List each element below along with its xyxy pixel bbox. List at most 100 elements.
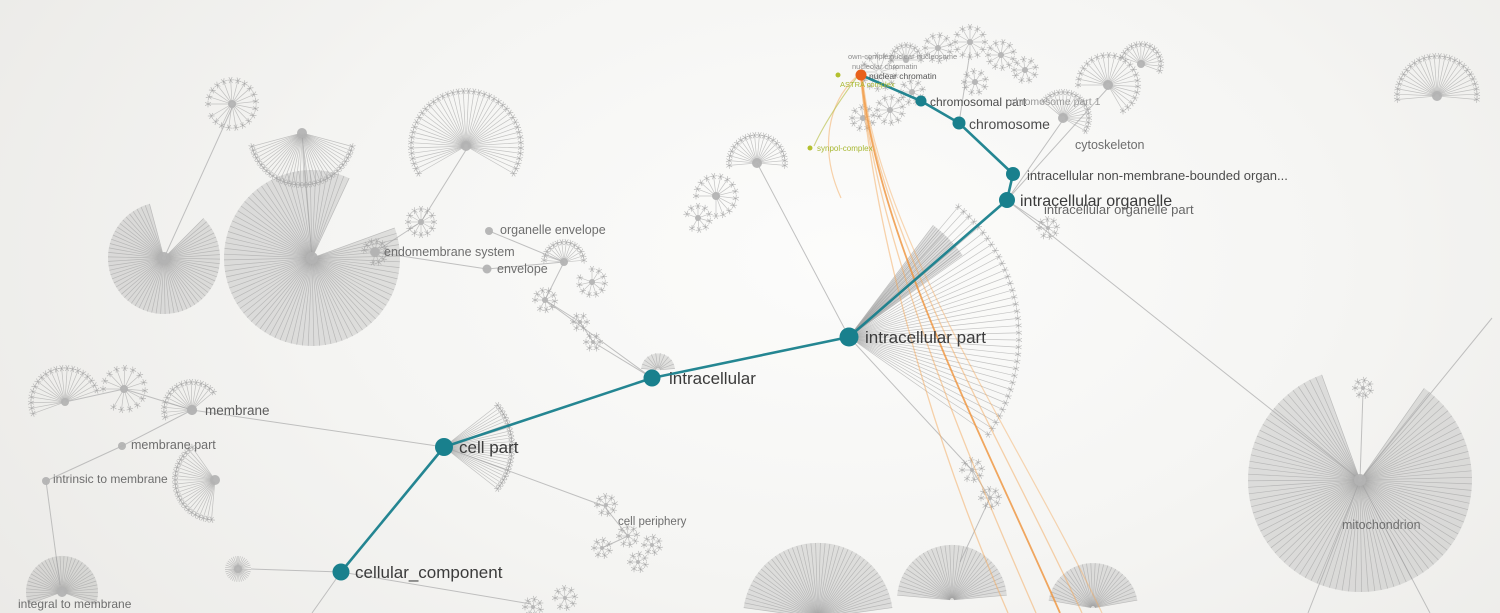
label-astra-complex[interactable]: ASTRA complex xyxy=(840,80,895,89)
cluster-node[interactable] xyxy=(589,279,595,285)
label-intracellular-part[interactable]: intracellular part xyxy=(865,328,986,347)
cluster-node[interactable] xyxy=(967,39,973,45)
cluster-node[interactable] xyxy=(887,107,893,113)
cluster-node[interactable] xyxy=(903,57,909,63)
label-nucleolar-chromatin[interactable]: nucleolar chromatin xyxy=(852,62,917,71)
cluster-node[interactable] xyxy=(234,565,242,573)
graph-node[interactable] xyxy=(118,442,126,450)
leaf-star-icon xyxy=(962,208,965,215)
cluster-node[interactable] xyxy=(61,398,69,406)
highlight-dot[interactable] xyxy=(807,145,813,151)
label-envelope[interactable]: envelope xyxy=(497,262,548,276)
cluster-node[interactable] xyxy=(1432,91,1442,101)
cluster-node[interactable] xyxy=(1022,67,1028,73)
fan-spoke xyxy=(1141,46,1151,63)
cluster-node[interactable] xyxy=(1046,226,1050,230)
node-intracellular_organelle[interactable] xyxy=(999,192,1015,208)
node-intracellular_part[interactable] xyxy=(839,327,859,347)
cluster-node[interactable] xyxy=(909,89,915,95)
cluster-node[interactable] xyxy=(712,192,720,200)
fan-spoke xyxy=(1254,480,1359,520)
cluster-node[interactable] xyxy=(57,587,67,597)
cluster-node[interactable] xyxy=(988,496,992,500)
graph-node[interactable] xyxy=(482,264,492,274)
cluster-node[interactable] xyxy=(542,297,548,303)
cluster-node[interactable] xyxy=(560,258,568,266)
label-intracellular[interactable]: intracellular xyxy=(669,369,756,388)
leaf-star-icon xyxy=(1473,86,1480,92)
graph-node[interactable] xyxy=(485,227,493,235)
label-organelle-envelope[interactable]: organelle envelope xyxy=(500,223,606,237)
label-cellular-component[interactable]: cellular_component xyxy=(355,563,503,582)
fan-spoke xyxy=(1274,481,1359,554)
label-membrane[interactable]: membrane xyxy=(205,403,270,418)
cluster-node[interactable] xyxy=(531,605,535,609)
label-nuclear-chromatin[interactable]: nuclear chromatin xyxy=(869,71,937,81)
label-intracellular-non-membrane-bounded-organ[interactable]: intracellular non-membrane-bounded organ… xyxy=(1027,168,1288,183)
cluster-node[interactable] xyxy=(578,320,582,324)
cluster-node[interactable] xyxy=(604,503,608,507)
node-intracellular_non_membrane_bounded_organelle[interactable] xyxy=(1006,167,1020,181)
node-cell_part[interactable] xyxy=(435,438,453,456)
leaf-star-icon xyxy=(611,501,618,507)
node-nuclear_chromatin[interactable] xyxy=(855,69,867,81)
cluster-node[interactable] xyxy=(935,45,941,51)
cluster-node[interactable] xyxy=(210,475,220,485)
cluster-node[interactable] xyxy=(461,141,471,151)
cluster-node[interactable] xyxy=(591,340,595,344)
label-endomembrane-system[interactable]: endomembrane system xyxy=(384,245,515,259)
fan-spoke xyxy=(699,218,710,222)
cluster-node[interactable] xyxy=(306,252,318,264)
cluster-node[interactable] xyxy=(970,468,974,472)
cluster-node[interactable] xyxy=(563,596,567,600)
label-mitochondrion[interactable]: mitochondrion xyxy=(1342,518,1421,532)
label-chromosomal-part[interactable]: chromosomal part xyxy=(930,95,1027,109)
graph-node[interactable] xyxy=(187,405,197,415)
label-chromosome-part-1[interactable]: chromosome part 1 xyxy=(1010,96,1101,108)
cluster-node[interactable] xyxy=(1058,113,1068,123)
cluster-node[interactable] xyxy=(228,100,236,108)
cluster-node[interactable] xyxy=(636,560,640,564)
node-chromosome[interactable] xyxy=(952,116,966,130)
cluster-node[interactable] xyxy=(297,128,307,138)
label-intracellular-organelle[interactable]: intracellular organelle xyxy=(1020,193,1172,210)
fan-spoke xyxy=(409,222,420,229)
node-cellular_component[interactable] xyxy=(332,563,350,581)
label-integral-to-membrane[interactable]: integral to membrane xyxy=(18,597,132,611)
leaf-star-icon xyxy=(184,503,187,511)
cluster-node[interactable] xyxy=(418,219,424,225)
cluster-node[interactable] xyxy=(972,79,978,85)
cluster-node[interactable] xyxy=(158,252,170,264)
graph-node[interactable] xyxy=(370,247,380,257)
label-intracellular-organelle-part[interactable]: intracellular organelle part xyxy=(1044,202,1194,217)
label-membrane-part[interactable]: membrane part xyxy=(131,438,216,452)
cluster-node[interactable] xyxy=(695,215,701,221)
fan-spoke xyxy=(109,258,163,271)
label-intrinsic-to-membrane[interactable]: intrinsic to membrane xyxy=(53,472,168,486)
cluster-node[interactable] xyxy=(1137,60,1145,68)
graph-node[interactable] xyxy=(42,477,50,485)
cluster-node[interactable] xyxy=(650,543,654,547)
label-nuclear-nucleosome[interactable]: nuclear nucleosome xyxy=(890,52,957,61)
label-cell-periphery[interactable]: cell periphery xyxy=(618,516,687,528)
cluster-node[interactable] xyxy=(752,158,762,168)
label-cell-part[interactable]: cell part xyxy=(459,438,519,457)
label-cytoskeleton[interactable]: cytoskeleton xyxy=(1075,138,1145,152)
cluster-node[interactable] xyxy=(1354,474,1366,486)
cluster-node[interactable] xyxy=(998,52,1004,58)
fan-spoke xyxy=(566,598,574,604)
cluster-node[interactable] xyxy=(1361,386,1365,390)
cluster-node[interactable] xyxy=(600,546,604,550)
fan-spoke xyxy=(180,480,214,501)
cluster-node[interactable] xyxy=(120,385,128,393)
cluster-node[interactable] xyxy=(1103,80,1113,90)
label-chromosome[interactable]: chromosome xyxy=(969,116,1050,132)
label-synpol-complex[interactable]: synpol-complex xyxy=(817,144,873,153)
node-intracellular[interactable] xyxy=(643,369,661,387)
node-chromosomal_part[interactable] xyxy=(915,95,927,107)
highlight-dot[interactable] xyxy=(835,72,841,78)
label-own-complex[interactable]: own-complex xyxy=(848,52,892,61)
cluster-node[interactable] xyxy=(626,534,630,538)
